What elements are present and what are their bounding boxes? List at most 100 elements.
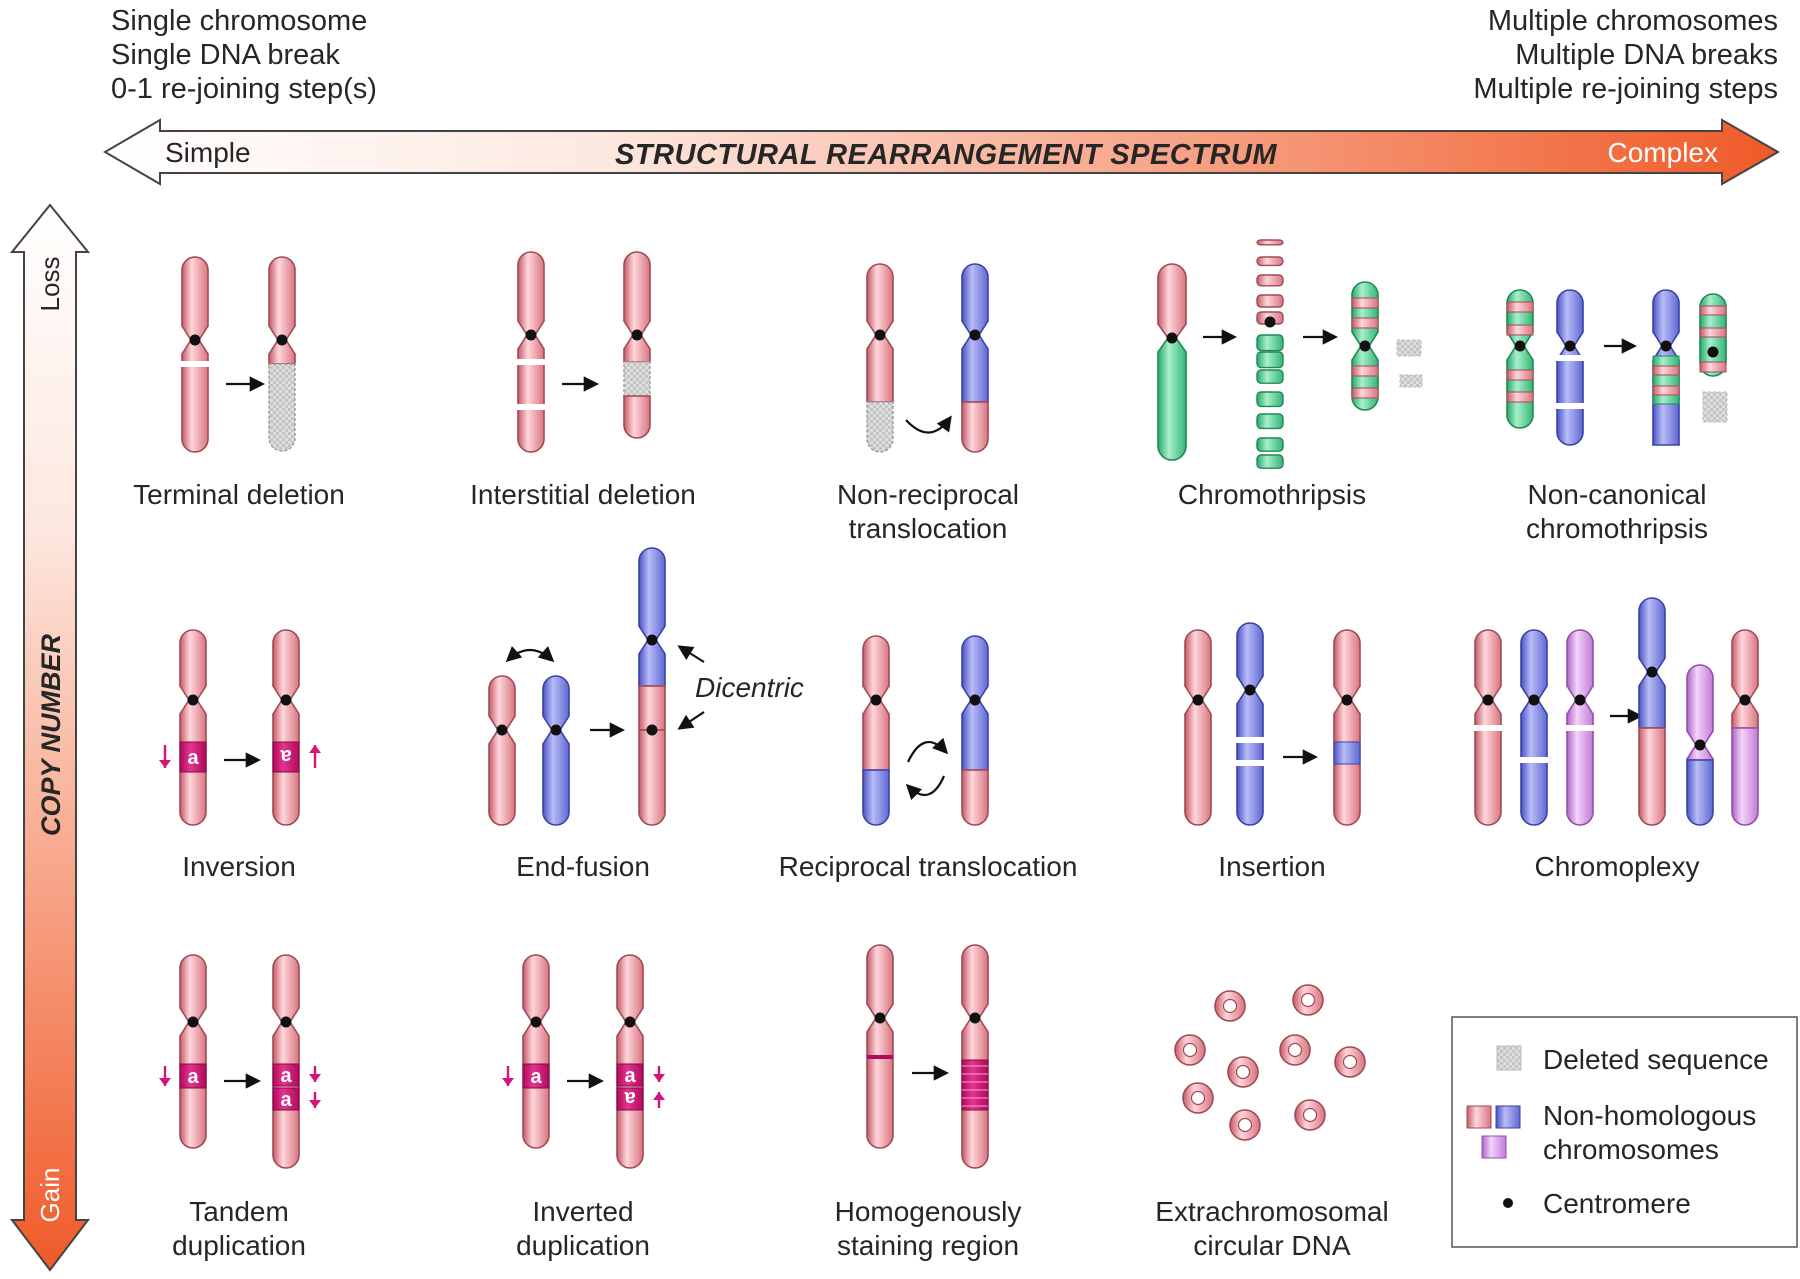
chromosome-segment (1351, 345, 1379, 411)
chromosome-segment (542, 729, 570, 826)
panel-homogenously-staining-region (866, 944, 989, 1169)
header-left-line-3: 0-1 re-joining step(s) (111, 73, 377, 105)
centromere (1564, 340, 1576, 352)
label-reciprocal-translocation-line-1: Reciprocal translocation (779, 851, 1078, 882)
panel-chromoplexy (1473, 597, 1759, 826)
chromosome-segment (961, 769, 989, 826)
centromere (525, 329, 537, 341)
chromosome-segment (1731, 727, 1759, 826)
chromosome-segment (1686, 664, 1714, 746)
panel-reciprocal-translocation (862, 635, 989, 826)
label-terminal-deletion-line-1: Terminal deletion (133, 479, 345, 510)
centromere (624, 1016, 636, 1028)
centromere (530, 1016, 542, 1028)
chromosome-segment (179, 629, 207, 701)
ecdna-ring-hole (1190, 1090, 1206, 1106)
gene-segment (272, 1063, 300, 1087)
ecdna-ring-hole (1182, 1042, 1198, 1058)
chromosome-segment (1506, 289, 1534, 347)
gene-label: a (624, 1065, 636, 1087)
ecdna-ring-hole (1237, 1117, 1253, 1133)
orientation-arrowhead (502, 1078, 514, 1086)
chromosome-segment (638, 729, 666, 826)
header-right-line-3: Multiple re-joining steps (1473, 73, 1778, 105)
chromosome-segment (616, 954, 644, 1023)
gene-segment (272, 741, 300, 773)
label-non-canonical-chromothripsis-line-1: Non-canonical (1528, 479, 1707, 510)
dna-break (1235, 760, 1265, 766)
chromosome-segment (862, 699, 890, 771)
dna-break (1235, 737, 1265, 743)
chromosome-segment (1236, 622, 1264, 691)
chromosome-segment (1652, 289, 1680, 347)
ecdna-ring-hole (1342, 1054, 1358, 1070)
chromosome-band (1699, 327, 1727, 338)
chromosome-segment (638, 547, 666, 641)
centromere (187, 694, 199, 706)
chromosome-segment (961, 401, 989, 453)
centromere (969, 1012, 981, 1024)
gene-label: a (530, 1066, 542, 1088)
chromosome-segment (961, 699, 989, 771)
chromosome-fragment (1256, 239, 1284, 246)
chromosome-fragment (1256, 437, 1284, 452)
process-arrow (677, 711, 705, 730)
spectrum-title: STRUCTURAL REARRANGEMENT SPECTRUM (615, 139, 1277, 171)
chromosome-band (1652, 385, 1680, 396)
chromosome-segment (179, 954, 207, 1023)
chromosome-segment (517, 334, 545, 453)
chromosome-fragment (1256, 334, 1284, 352)
panel-interstitial-deletion (516, 251, 651, 453)
chromosome-segment (1638, 727, 1666, 826)
legend-deleted-label: Deleted sequence (1543, 1044, 1769, 1075)
chromosome-segment (272, 954, 300, 1023)
chromosome-band (1351, 317, 1379, 329)
centromere (187, 1016, 199, 1028)
gene-segment (616, 1063, 644, 1087)
spectrum-arrow (103, 118, 1781, 186)
centromere (646, 634, 658, 646)
gene-segment (616, 1087, 644, 1111)
chromosome-segment (1638, 597, 1666, 673)
header-right-line-2: Multiple DNA breaks (1515, 39, 1778, 71)
chromosome-segment (866, 263, 894, 336)
copy-gain-label: Gain (35, 1168, 65, 1223)
rejoin-arrow (905, 775, 946, 801)
fusion-arrow (505, 646, 555, 663)
centromere (1646, 666, 1658, 678)
chromosome-fragment (1256, 256, 1284, 267)
legend-red-swatch (1466, 1105, 1492, 1129)
centromere (874, 329, 886, 341)
deleted-region (1396, 339, 1422, 357)
chromosome-segment (961, 635, 989, 701)
spectrum-simple-label: Simple (165, 137, 251, 168)
chromosome-segment (1184, 629, 1212, 701)
header-right-line-1: Multiple chromosomes (1488, 5, 1778, 37)
chromosome-segment (623, 361, 651, 397)
chromosome-segment (1474, 699, 1502, 826)
header-left-line-1: Single chromosome (111, 5, 367, 37)
chromosome-segment (522, 954, 550, 1023)
label-inverted-duplication-line-1: Inverted (532, 1196, 633, 1227)
ecdna-ring-hole (1302, 1107, 1318, 1123)
centromere (874, 1012, 886, 1024)
chromosome-segment (272, 629, 300, 701)
label-insertion-line-1: Insertion (1218, 851, 1325, 882)
label-inverted-duplication-line-2: duplication (516, 1230, 650, 1261)
chromosome-segment (1520, 629, 1548, 701)
gene-label: a (280, 745, 292, 767)
legend-nonhomologous-line-2: chromosomes (1543, 1134, 1719, 1165)
dicentric-label: Dicentric (695, 672, 804, 703)
chromosome-segment (1686, 759, 1714, 826)
legend-box (1451, 1016, 1798, 1248)
deleted-region (1399, 374, 1423, 388)
chromosome-segment (623, 395, 651, 439)
centromere (280, 1016, 292, 1028)
chromosome-segment (961, 263, 989, 336)
rejoin-arrow (905, 415, 952, 434)
centromere (280, 694, 292, 706)
dna-break (1555, 403, 1585, 409)
chromosome-segment (488, 675, 516, 731)
